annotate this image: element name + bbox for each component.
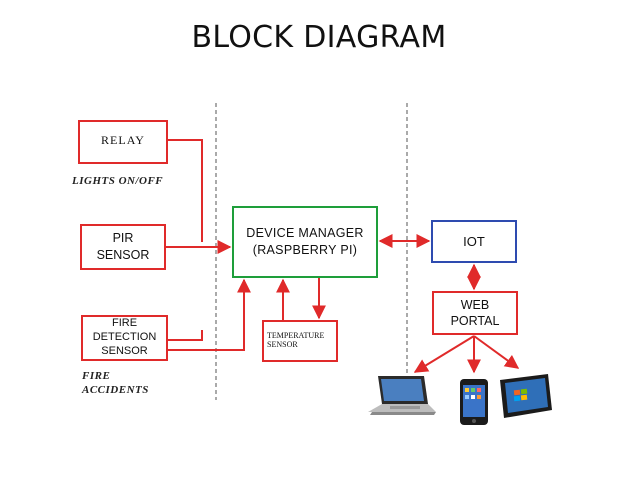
device-manager-block: DEVICE MANAGER (RASPBERRY PI) — [232, 206, 378, 278]
diagram-title: BLOCK DIAGRAM — [191, 20, 447, 55]
fire-accidents-label: FIRE ACCIDENTS — [82, 370, 149, 397]
relay-connector — [168, 139, 203, 242]
temperature-sensor-block: TEMPERATURE SENSOR — [262, 320, 338, 362]
fire-manager-connector — [168, 278, 251, 351]
fire-connector — [168, 330, 203, 341]
pir-sensor-block: PIR SENSOR — [80, 224, 166, 270]
lights-label: LIGHTS ON/OFF — [72, 175, 164, 187]
web-laptop-connector — [413, 335, 475, 373]
fire-detection-sensor-block: FIRE DETECTION SENSOR — [81, 315, 168, 361]
iot-block: IOT — [431, 220, 517, 263]
tablet-icon — [500, 374, 552, 418]
laptop-icon — [368, 376, 436, 415]
relay-block: RELAY — [78, 120, 168, 164]
web-tablet-connector — [473, 335, 520, 369]
web-portal-block: WEB PORTAL — [432, 291, 518, 335]
smartphone-icon — [460, 379, 488, 425]
